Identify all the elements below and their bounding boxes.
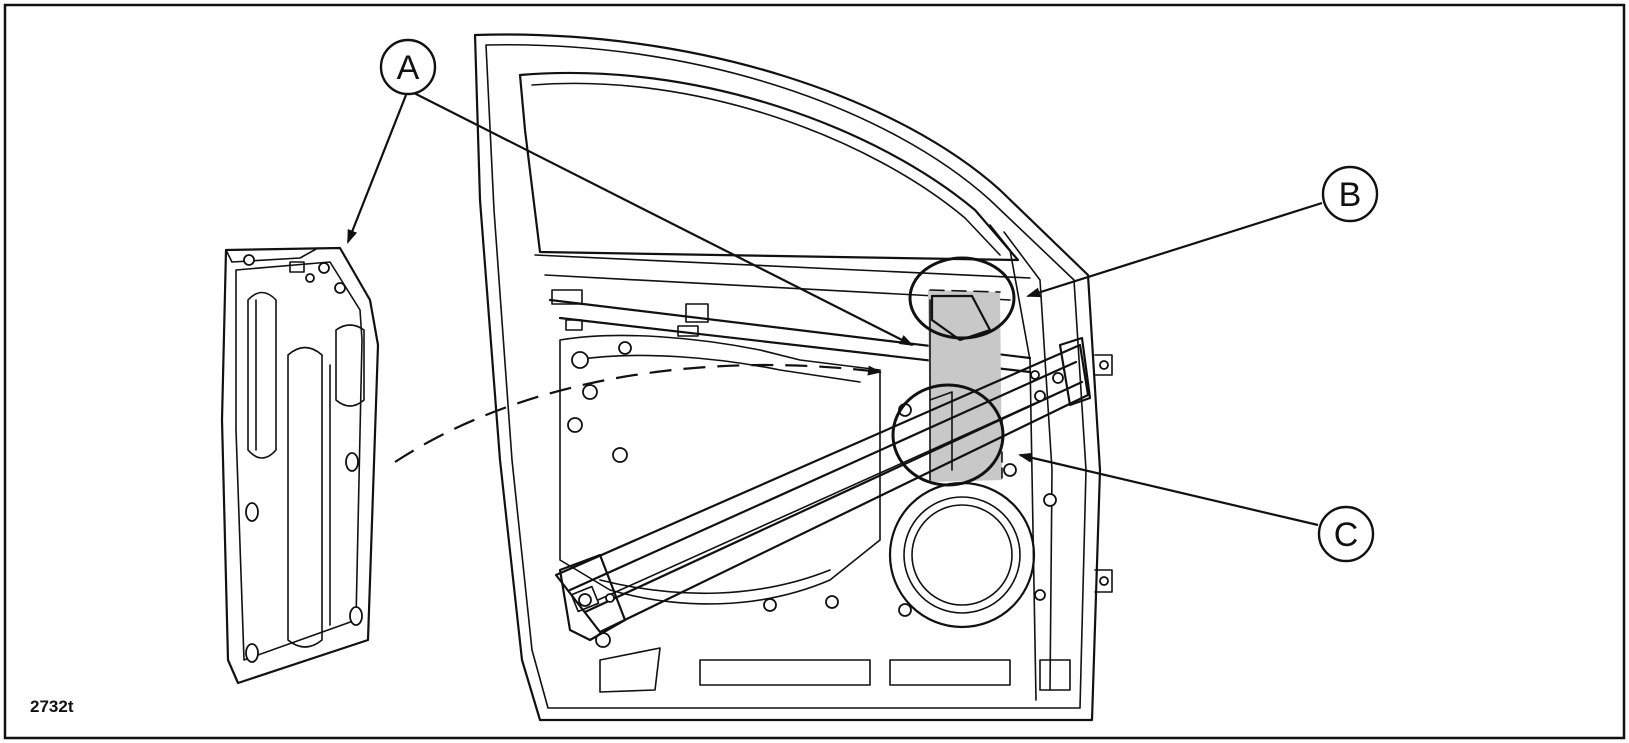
- detail-circle-c: [891, 383, 1005, 487]
- callout-c-label: C: [1334, 516, 1359, 554]
- callout-a: A: [379, 38, 437, 96]
- callout-b: B: [1321, 165, 1379, 223]
- callout-c: C: [1317, 505, 1375, 563]
- callout-b-label: B: [1339, 176, 1362, 214]
- door-inner-panel: [473, 33, 1113, 722]
- leader-c: [1018, 452, 1319, 527]
- figure-id: 2732t: [30, 697, 74, 716]
- window-regulator-rail: [554, 336, 1092, 642]
- detail-circle-b: [908, 256, 1016, 340]
- leader-a-to-door: [411, 91, 914, 346]
- installation-path: [394, 363, 882, 463]
- reinforcement-panel: [220, 246, 380, 685]
- callout-a-label: A: [397, 49, 420, 87]
- figure-border: [3, 3, 1626, 740]
- leader-a-to-panel: [346, 94, 408, 244]
- leader-b: [1026, 201, 1323, 298]
